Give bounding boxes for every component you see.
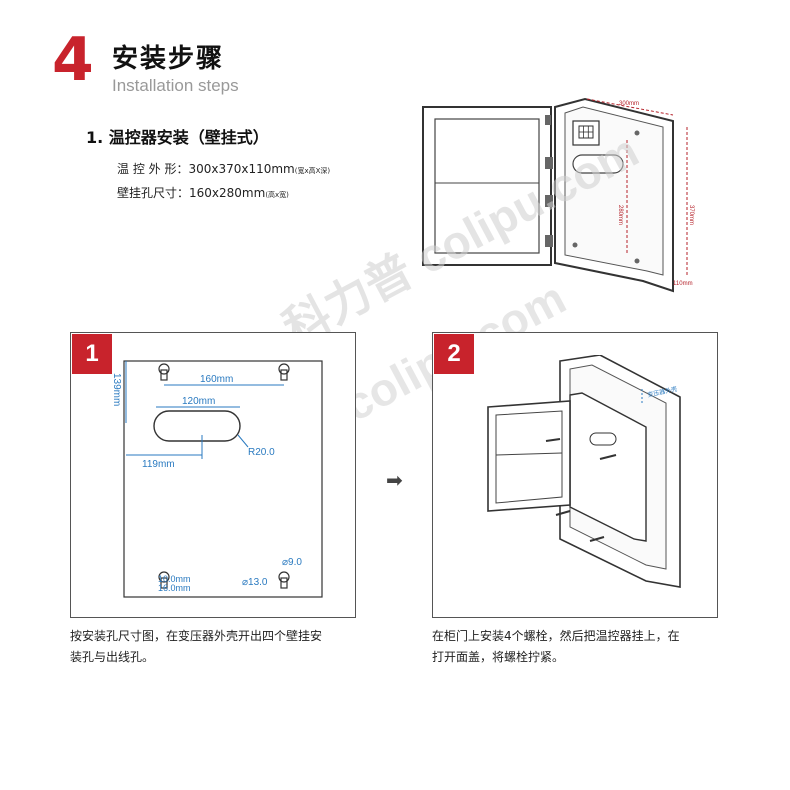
spec-hole-line: 壁挂孔尺寸：160x280mm(高x宽) (117, 184, 289, 201)
dim-120-label: 120mm (182, 396, 215, 407)
dim-16-label: 16.0mm (158, 583, 191, 593)
panel-1-badge: 1 (72, 334, 112, 374)
dim-width-label: 300mm (619, 101, 639, 107)
dim-r20-label: R20.0 (248, 447, 275, 458)
panel-2-badge: 2 (434, 334, 474, 374)
panel-1-caption-line2: 装孔与出线孔。 (70, 650, 155, 664)
product-diagram: 300mm 370mm 280mm 110mm (422, 97, 694, 293)
dim-depth-label: 110mm (673, 281, 693, 287)
dim-119-label: 119mm (142, 459, 175, 470)
next-arrow-icon: ➡ (386, 468, 403, 492)
dim-phi9-label: ⌀9.0 (282, 557, 302, 568)
dim-139-label: 139mm (112, 373, 122, 406)
panel-1-caption: 按安装孔尺寸图，在变压器外壳开出四个壁挂安 装孔与出线孔。 (70, 626, 370, 668)
spec-size-label: 温 控 外 形： (117, 162, 189, 176)
spec-size-value: 300x370x110mm (188, 162, 295, 176)
spec-hole-note: (高x宽) (265, 191, 289, 199)
spec-size-line: 温 控 外 形：300x370x110mm(宽x高X深) (117, 160, 330, 177)
page-title: 安装步骤 (112, 44, 225, 74)
step-number: 4 (52, 25, 94, 95)
grid-icon (572, 120, 600, 146)
panel-2-caption-line1: 在柜门上安装4个螺栓，然后把温控器挂上，在 (432, 629, 680, 643)
dim-height-label: 370mm (688, 205, 694, 225)
dim-phi13-label: ⌀13.0 (242, 577, 268, 588)
hole-size-diagram: 160mm 139mm 120mm 119mm R20.0 ⌀9.0 ⌀13.0… (112, 360, 323, 598)
dim-10-label: 10.0mm (158, 574, 191, 584)
dim-160-label: 160mm (200, 374, 233, 385)
panel-2-caption: 在柜门上安装4个螺栓，然后把温控器挂上，在 打开面盖，将螺栓拧紧。 (432, 626, 732, 668)
dim-hole-label: 280mm (617, 205, 623, 225)
spec-hole-value: 160x280mm (189, 186, 266, 200)
panel-1-caption-line1: 按安装孔尺寸图，在变压器外壳开出四个壁挂安 (70, 629, 323, 643)
section-title: 1. 温控器安装（壁挂式） (86, 128, 269, 147)
mount-diagram: 变压器外壳 (487, 355, 681, 588)
spec-hole-label: 壁挂孔尺寸： (117, 186, 190, 200)
page-subtitle-en: Installation steps (112, 76, 239, 95)
spec-size-note: (宽x高X深) (294, 167, 331, 175)
panel-2-caption-line2: 打开面盖，将螺栓拧紧。 (432, 650, 565, 664)
